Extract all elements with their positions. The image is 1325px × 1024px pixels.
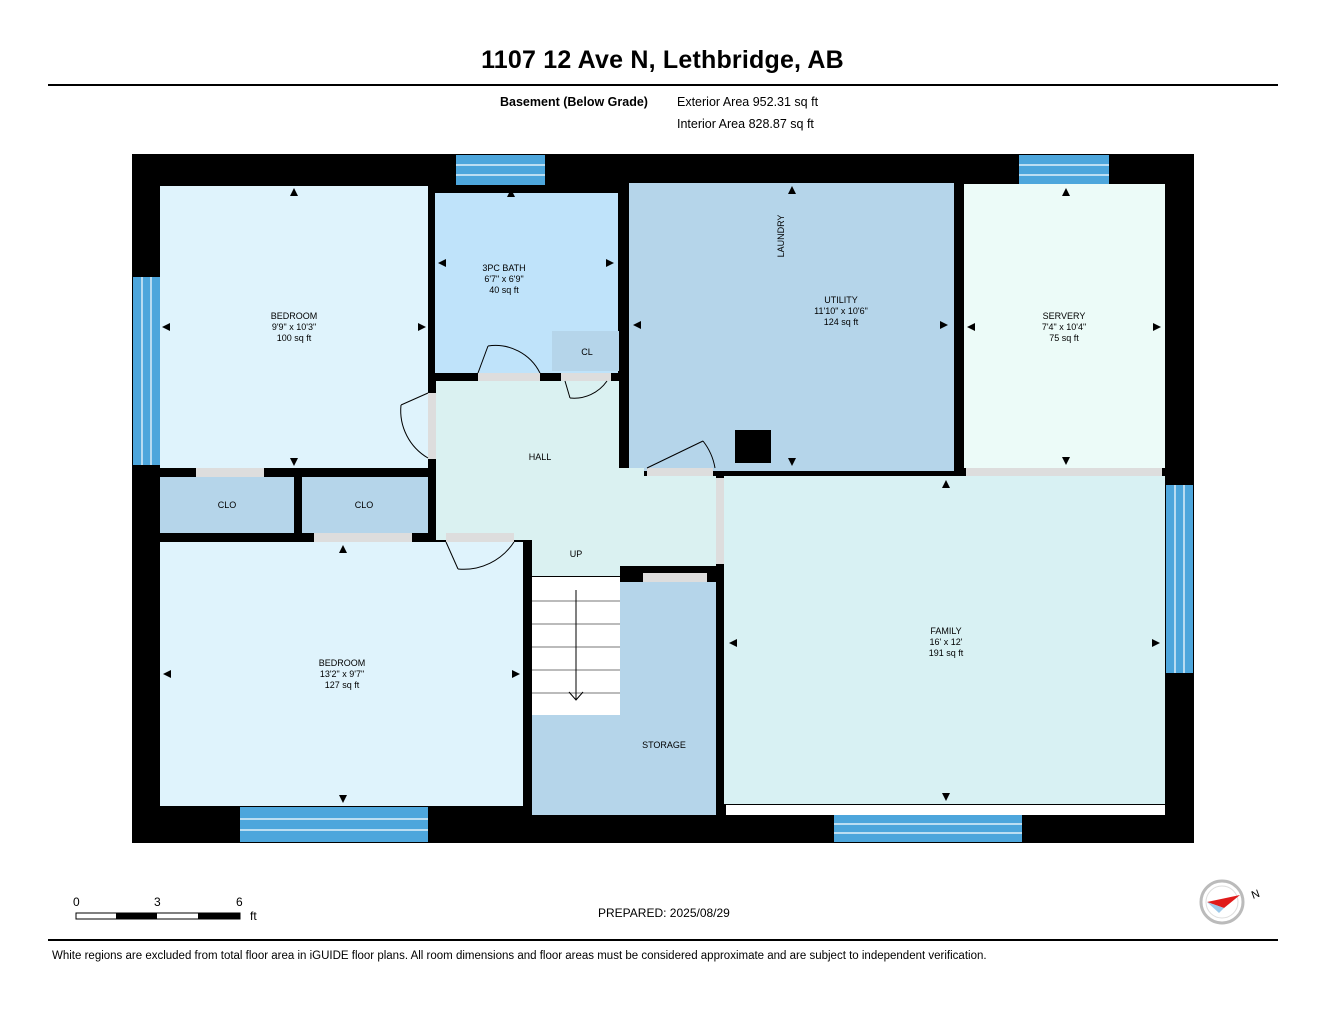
compass-icon bbox=[1199, 879, 1245, 925]
header-divider bbox=[48, 84, 1278, 86]
room-closet-cl bbox=[552, 331, 619, 371]
bedroom-1-name: BEDROOM bbox=[271, 311, 318, 321]
door-openings bbox=[196, 373, 1162, 582]
bath-dims: 6'7" x 6'9" bbox=[484, 274, 523, 284]
laundry-label: LAUNDRY bbox=[776, 215, 786, 258]
exterior-area: Exterior Area 952.31 sq ft bbox=[677, 95, 819, 109]
bath-name: 3PC BATH bbox=[482, 263, 525, 273]
stairs-up-label: UP bbox=[570, 549, 583, 559]
bath-area: 40 sq ft bbox=[489, 285, 519, 295]
bedroom-1-dims: 9'9" x 10'3" bbox=[272, 322, 316, 332]
bedroom-2-dims: 13'2" x 9'7" bbox=[320, 669, 364, 679]
utility-dims: 11'10" x 10'6" bbox=[814, 306, 868, 316]
utility-area: 124 sq ft bbox=[824, 317, 859, 327]
family-name: FAMILY bbox=[930, 626, 961, 636]
hall-label: HALL bbox=[529, 452, 552, 462]
room-family bbox=[724, 476, 1165, 804]
scale-bar bbox=[75, 912, 241, 920]
family-dims: 16' x 12' bbox=[930, 637, 963, 647]
interior-area: Interior Area 828.87 sq ft bbox=[677, 117, 814, 131]
storage-label: STORAGE bbox=[642, 740, 686, 750]
utility-name: UTILITY bbox=[824, 295, 858, 305]
room-servery bbox=[964, 184, 1165, 468]
scale-label-3: 3 bbox=[154, 895, 161, 909]
closet-cl-label: CL bbox=[581, 347, 593, 357]
dimension-markers bbox=[162, 186, 1161, 803]
closet-2-label: CLO bbox=[355, 500, 374, 510]
room-bedroom-1 bbox=[160, 186, 428, 468]
footer-divider bbox=[48, 939, 1278, 941]
room-bedroom-2 bbox=[160, 542, 523, 806]
scale-label-0: 0 bbox=[73, 895, 80, 909]
excluded-strip bbox=[726, 805, 1165, 815]
prepared-date: PREPARED: 2025/08/29 bbox=[598, 906, 730, 920]
room-utility bbox=[629, 183, 954, 471]
servery-area: 75 sq ft bbox=[1049, 333, 1079, 343]
bedroom-2-name: BEDROOM bbox=[319, 658, 366, 668]
windows bbox=[133, 155, 1193, 842]
stair-direction-arrow bbox=[568, 590, 584, 701]
footer-disclaimer: White regions are excluded from total fl… bbox=[52, 950, 987, 962]
utility-fixture bbox=[735, 430, 771, 463]
closet-1-label: CLO bbox=[218, 500, 237, 510]
compass-north-label: N bbox=[1250, 888, 1262, 902]
scale-label-6: 6 bbox=[236, 895, 243, 909]
servery-name: SERVERY bbox=[1043, 311, 1086, 321]
room-closet-1 bbox=[160, 477, 294, 533]
page-title: 1107 12 Ave N, Lethbridge, AB bbox=[481, 46, 844, 74]
scale-unit: ft bbox=[250, 909, 257, 923]
family-area: 191 sq ft bbox=[929, 648, 964, 658]
door-swings bbox=[400, 344, 716, 570]
servery-dims: 7'4" x 10'4" bbox=[1042, 322, 1086, 332]
room-hall bbox=[436, 381, 716, 576]
bedroom-2-area: 127 sq ft bbox=[325, 680, 360, 690]
bedroom-1-area: 100 sq ft bbox=[277, 333, 312, 343]
room-closet-2 bbox=[302, 477, 428, 533]
level-label: Basement (Below Grade) bbox=[500, 95, 648, 109]
